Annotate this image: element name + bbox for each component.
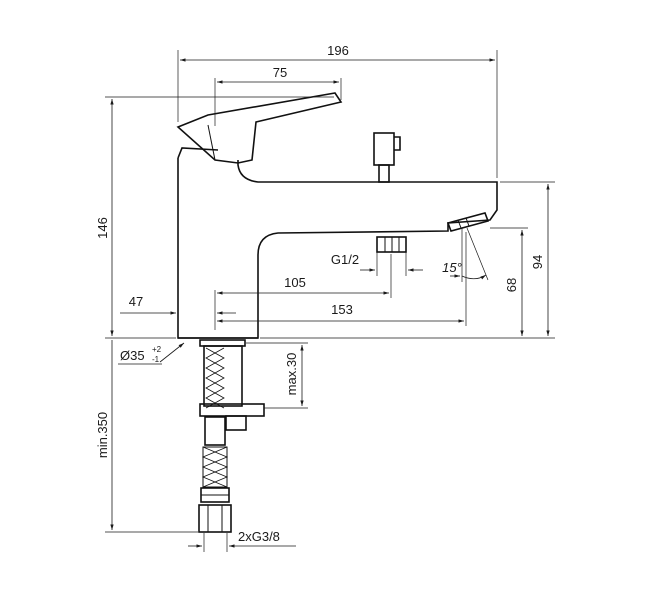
label-hole-tol-minus: -1 — [152, 355, 160, 364]
label-outlet-angle: 15° — [442, 260, 462, 275]
dim-outlet-height: 68 — [490, 227, 528, 336]
dim-overall-height: 146 — [95, 96, 334, 339]
mounting-shank — [199, 339, 265, 431]
dim-hose-connection: 2xG3/8 — [188, 529, 296, 552]
label-spout-reach: 153 — [331, 302, 353, 317]
dim-lever-length: 75 — [214, 65, 342, 126]
diverter-knob — [373, 132, 401, 183]
lever-handle — [176, 92, 343, 164]
hose-nut-g38 — [198, 487, 232, 533]
braided-hose-upper — [205, 347, 225, 409]
label-spout-height: 94 — [530, 255, 545, 269]
label-hole-tol-plus: +2 — [152, 345, 162, 354]
spout-outlet — [446, 212, 490, 232]
label-lever-length: 75 — [273, 65, 287, 80]
dim-max-deck: max.30 — [246, 342, 308, 409]
label-max-deck: max.30 — [284, 353, 299, 396]
dim-body-offset: 47 — [120, 294, 236, 315]
dim-spout-reach: 153 — [217, 232, 467, 326]
label-diverter-reach: 105 — [284, 275, 306, 290]
label-hose-connection: 2xG3/8 — [238, 529, 280, 544]
dim-outlet-angle: 15° — [442, 227, 489, 282]
label-hole-diameter: Ø35 — [120, 348, 145, 363]
label-overall-width: 196 — [327, 43, 349, 58]
dim-min-hose-length: min.350 — [95, 340, 198, 533]
dim-diverter-reach: 105 — [214, 254, 392, 330]
diverter-outlet-g12 — [376, 236, 407, 253]
label-outlet-height: 68 — [504, 278, 519, 292]
dim-hole-diameter: Ø35 +2 -1 — [118, 342, 185, 365]
label-min-hose-length: min.350 — [95, 412, 110, 458]
dim-overall-width: 196 — [177, 43, 498, 178]
label-overall-height: 146 — [95, 217, 110, 239]
dim-diverter-thread: G1/2 — [331, 252, 423, 276]
label-diverter-thread: G1/2 — [331, 252, 359, 267]
dim-spout-height: 94 — [260, 181, 555, 339]
braided-hose-lower — [201, 416, 229, 488]
label-body-offset: 47 — [129, 294, 143, 309]
